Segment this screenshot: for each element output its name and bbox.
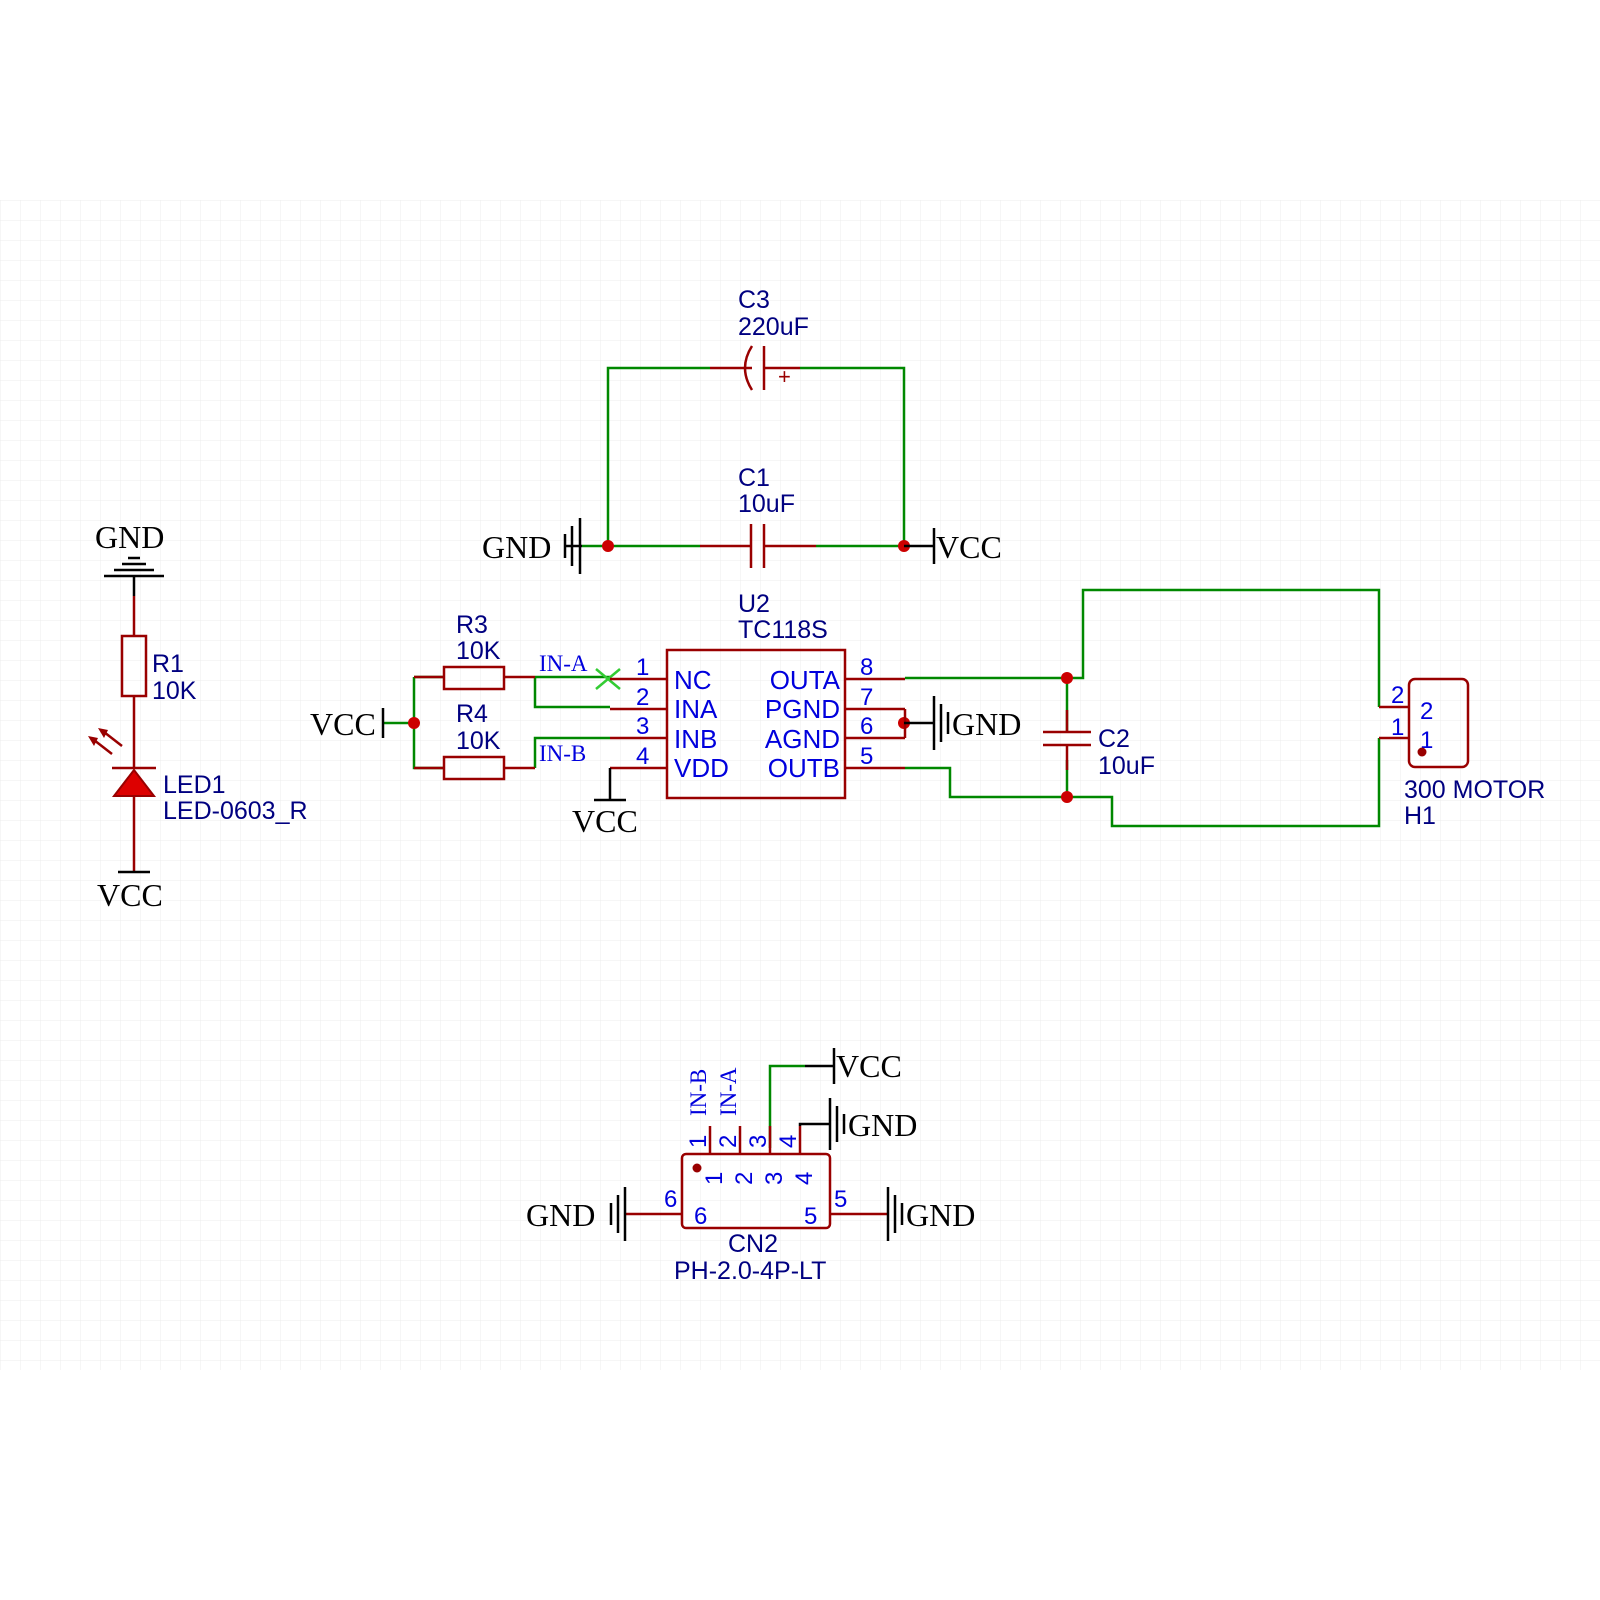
vcc-symbol-cn2: VCC [805,1048,902,1084]
pin-name: OUTA [770,665,841,695]
c3-ref: C3 [738,286,770,314]
gnd-label: GND [848,1107,917,1143]
resistor-r4[interactable]: R4 10K [414,700,535,781]
gnd-label: GND [526,1197,595,1233]
vcc-label: VCC [97,877,163,913]
pin-name: AGND [765,724,840,754]
pin-number: 5 [804,1203,817,1230]
r1-ref: R1 [152,650,184,678]
junction-dot [1061,791,1073,803]
no-connect-icon [595,668,621,690]
vcc-symbol-left: VCC [310,706,385,742]
pin-name: OUTB [768,753,840,783]
pin-name: INB [674,724,717,754]
pin-number: 3 [745,1135,772,1148]
pin-number: 1 [1420,727,1433,754]
c3-value: 220uF [738,313,809,341]
vcc-label: VCC [310,706,376,742]
r4-value: 10K [456,727,501,755]
gnd-label: GND [906,1197,975,1233]
c1-value: 10uF [738,490,795,518]
pin-number: 3 [636,713,649,740]
junction-dot [602,540,614,552]
pin-number: 2 [715,1135,742,1148]
junction-dot [1061,672,1073,684]
r3-ref: R3 [456,611,488,639]
pin-number: 4 [775,1135,802,1148]
pin-number: 5 [834,1186,847,1213]
c1-ref: C1 [738,464,770,492]
pin-number: 1 [701,1172,728,1185]
pin-number: 2 [1420,698,1433,725]
connector-cn2[interactable]: 1 2 3 4 1 2 3 4 6 6 5 5 CN2 PH-2.0-4P-LT [625,1126,888,1285]
pin-number: 1 [636,654,649,681]
c2-value: 10uF [1098,752,1155,780]
c2-ref: C2 [1098,725,1130,753]
pin-name: NC [674,665,712,695]
connector-h1[interactable]: 2 1 2 1 300 MOTOR H1 [1379,677,1545,830]
gnd-symbol-cn2-left: GND [526,1187,627,1241]
net-label-in-b: IN-B [539,741,586,766]
resistor-r3[interactable]: R3 10K [414,611,535,691]
pin-number: 6 [664,1186,677,1213]
polarity-mark: + [778,364,791,389]
pin-number: 4 [636,743,649,770]
pin-number: 7 [860,684,873,711]
vcc-label: VCC [836,1048,902,1084]
net-label-in-a: IN-A [716,1067,741,1116]
pin-name: VDD [674,753,729,783]
pin-name: INA [674,694,718,724]
gnd-label: GND [952,706,1021,742]
ic-u2[interactable]: U2 TC118S 1 2 3 4 NC INA INB VDD 8 7 6 5… [610,590,905,800]
capacitor-c1[interactable]: C1 10uF [700,464,816,568]
gnd-symbol-u2: GND [904,696,1021,750]
u2-value: TC118S [738,616,828,644]
net-label-in-a: IN-A [539,651,588,676]
cn2-ref: CN2 [728,1230,778,1258]
pin-number: 5 [860,743,873,770]
vcc-label: VCC [936,529,1002,565]
pin-number: 1 [1391,714,1404,741]
u2-ref: U2 [738,590,770,618]
gnd-label: GND [482,529,551,565]
vcc-symbol: VCC [904,528,1002,565]
gnd-symbol: GND [482,518,582,574]
junctions [408,540,1073,803]
resistor-r1[interactable]: R1 10K [120,596,197,768]
pin-number: 4 [791,1172,818,1185]
vcc-label: VCC [572,803,638,839]
gnd-symbol-led: GND [95,519,164,596]
led-led1[interactable]: LED1 LED-0603_R [88,728,308,872]
pin-number: 6 [694,1203,707,1230]
pin-name: PGND [765,694,840,724]
pin-number: 2 [636,684,649,711]
r3-value: 10K [456,637,501,665]
pin-number: 3 [761,1172,788,1185]
pin-number: 8 [860,654,873,681]
capacitor-c3[interactable]: + C3 220uF [710,286,809,391]
capacitor-c2[interactable]: C2 10uF [1043,710,1155,780]
pin-number: 1 [685,1135,712,1148]
pin-number: 6 [860,713,873,740]
h1-ref: H1 [1404,802,1436,830]
net-label-in-b: IN-B [686,1069,711,1116]
pin1-marker [1417,747,1427,757]
gnd-symbol-cn2-top: GND [798,1098,917,1150]
pin-number: 2 [1391,682,1404,709]
r4-ref: R4 [456,700,488,728]
junction-dot [408,717,420,729]
gnd-symbol-cn2-right: GND [886,1187,975,1241]
vcc-symbol-led: VCC [97,870,163,913]
gnd-label: GND [95,519,164,555]
vcc-symbol-u2: VCC [572,768,638,839]
grid-background [0,200,1600,1370]
cn2-value: PH-2.0-4P-LT [674,1257,826,1285]
pin-number: 2 [731,1172,758,1185]
pin1-marker [692,1163,702,1173]
h1-value: 300 MOTOR [1404,776,1545,804]
led1-value: LED-0603_R [163,797,308,825]
led1-ref: LED1 [163,771,226,799]
r1-value: 10K [152,677,197,705]
